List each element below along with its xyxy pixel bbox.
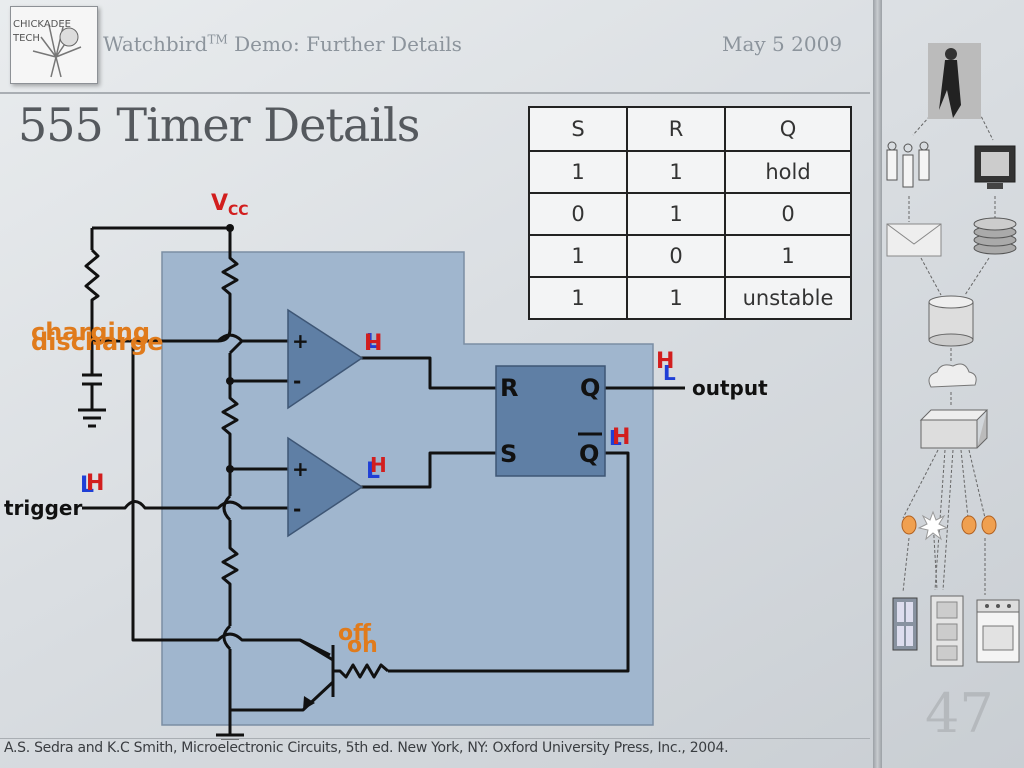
qbar-state-high: H [612, 425, 630, 450]
chickadee-tech-logo: CHICKADEE TECH [10, 6, 98, 84]
vcc-label: VCC [211, 191, 249, 219]
output-state-high: H [656, 349, 674, 374]
output-state-low: L [663, 361, 676, 385]
bird-logo-icon [32, 24, 82, 78]
transistor-off-label: off [338, 621, 372, 646]
header-date: May 5 2009 [722, 32, 843, 56]
comparator-lower [287, 436, 364, 538]
comp2-state-low: L [366, 459, 380, 484]
comp1-minus: - [293, 369, 301, 393]
latch-r-label: R [500, 374, 518, 402]
architecture-sidebar [886, 43, 1020, 667]
wireless-nodes-icon [901, 510, 997, 541]
trigger-state-low: L [80, 473, 94, 498]
charging-label: charging [31, 318, 150, 346]
table-cell: hold [724, 150, 852, 194]
table-cell: 1 [528, 234, 628, 278]
comp2-state-high: H [370, 453, 387, 477]
table-cell: 0 [724, 192, 852, 236]
server-box-icon [919, 409, 989, 449]
timer-circuit-diagram: VCC charging discharge + - + - R Q S Q o… [4, 191, 768, 740]
table-cell: 0 [626, 234, 726, 278]
table-cell: unstable [724, 276, 852, 320]
trigger-state-high: H [86, 471, 104, 496]
table-row: 0 1 0 [528, 192, 852, 236]
window-icon [892, 597, 918, 651]
sr-latch [495, 365, 606, 477]
table-cell: 1 [626, 192, 726, 236]
footer-rule [0, 738, 870, 739]
trigger-label: trigger [4, 496, 82, 520]
header-title: WatchbirdTM Demo: Further Details [103, 32, 462, 56]
table-cell: 1 [528, 276, 628, 320]
citation-footnote: A.S. Sedra and K.C Smith, Microelectroni… [4, 740, 729, 756]
database-icon [928, 295, 974, 347]
table-header-q: Q [724, 106, 852, 152]
stove-icon [976, 599, 1020, 663]
sidebar-divider [873, 0, 882, 768]
table-header-row: S R Q [528, 106, 852, 152]
table-cell: 1 [724, 234, 852, 278]
table-cell: 1 [528, 150, 628, 194]
sr-truth-table: S R Q 1 1 hold 0 1 0 1 0 1 1 1 unstable [528, 106, 852, 320]
table-row: 1 1 unstable [528, 276, 852, 320]
slide-title: 555 Timer Details [18, 98, 420, 152]
table-cell: 1 [626, 150, 726, 194]
sensor-nodes-icon [886, 141, 930, 188]
cloud-icon [928, 363, 977, 388]
comp1-state-low: L [366, 329, 379, 353]
qbar-state-low: L [609, 426, 622, 450]
header-rule [0, 92, 870, 94]
transistor-on-label: on [347, 633, 378, 658]
door-icon [930, 595, 964, 667]
latch-s-label: S [500, 440, 517, 468]
comp2-plus: + [292, 457, 309, 481]
comp1-plus: + [292, 329, 309, 353]
logo-line1: CHICKADEE [13, 19, 71, 30]
comparator-upper [287, 308, 364, 410]
disk-stack-icon [973, 217, 1017, 255]
table-row: 1 1 hold [528, 150, 852, 194]
page-number: 47 [925, 682, 994, 745]
table-header-s: S [528, 106, 628, 152]
comp2-minus: - [293, 497, 301, 521]
discharge-label: discharge [31, 328, 164, 356]
table-cell: 0 [528, 192, 628, 236]
latch-qbar-label: Q [579, 440, 599, 468]
envelope-icon [886, 223, 942, 257]
logo-line2: TECH [13, 33, 40, 44]
table-header-r: R [626, 106, 726, 152]
comp1-state-high: H [364, 331, 382, 356]
monitor-icon [974, 145, 1016, 189]
table-cell: 1 [626, 276, 726, 320]
latch-q-label: Q [580, 374, 600, 402]
output-label: output [692, 376, 768, 400]
table-row: 1 0 1 [528, 234, 852, 278]
